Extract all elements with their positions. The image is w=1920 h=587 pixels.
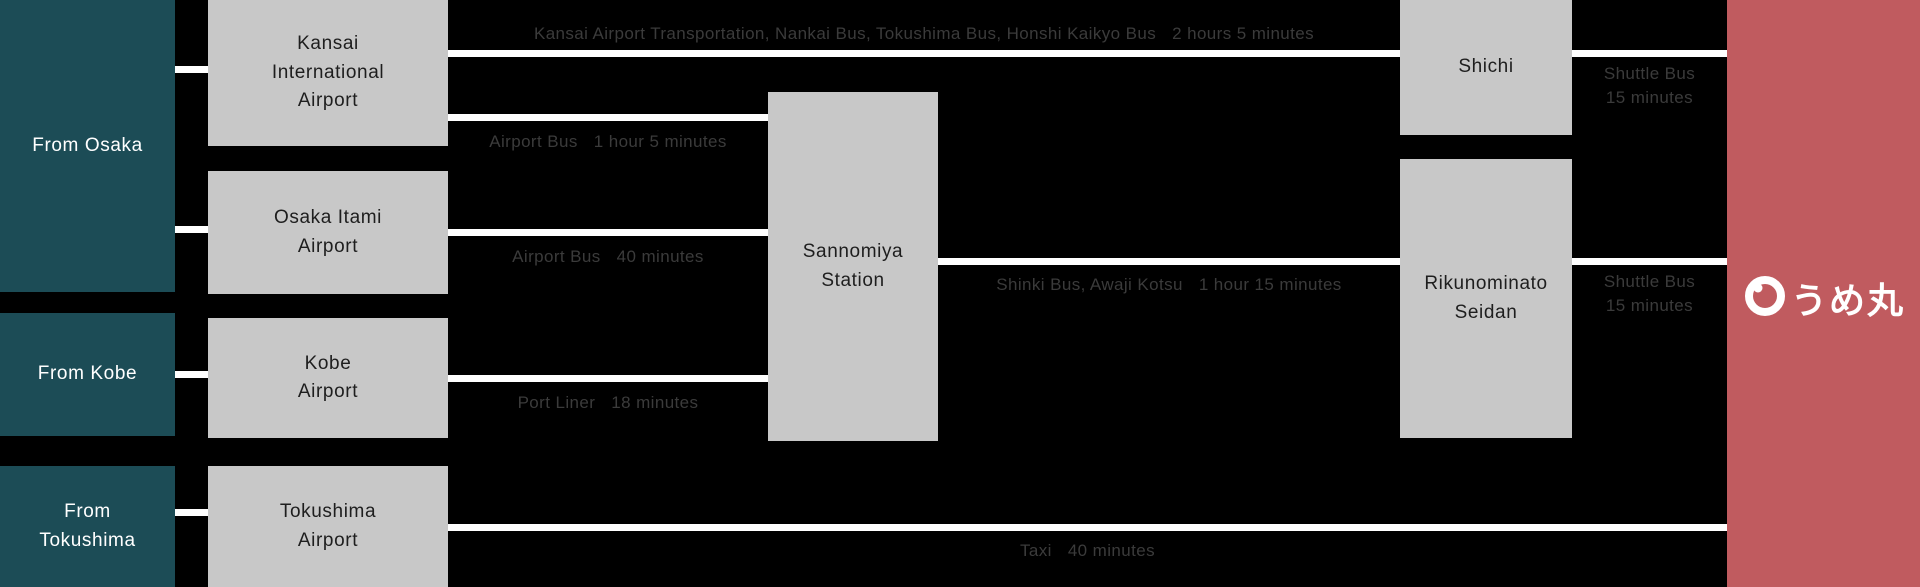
route-name: Taxi <box>1019 541 1052 560</box>
route-duration: 18 minutes <box>611 393 699 412</box>
origin-label-tokushima: From Tokushima <box>39 501 136 551</box>
connector-tokushima-to-tokushima-airport <box>175 509 208 516</box>
umemaru-logo: うめ丸 <box>1744 272 1905 324</box>
connector-kansai-to-sannomiya <box>448 114 768 121</box>
route-duration: 1 hour 15 minutes <box>1198 275 1342 294</box>
connector-osaka-to-kansai <box>175 66 208 73</box>
route-label-kansai-to-sannomiya: Airport Bus 1 hour 5 minutes <box>448 130 768 154</box>
route-name: Port Liner <box>517 393 596 412</box>
station-box-kobe-airport: Kobe Airport <box>208 318 448 438</box>
connector-shichi-to-umemaru <box>1572 50 1727 57</box>
origin-label-kobe: From Kobe <box>37 363 138 385</box>
route-label-itami-to-sannomiya: Airport Bus 40 minutes <box>448 245 768 269</box>
route-name: Kansai Airport Transportation, Nankai Bu… <box>533 24 1157 43</box>
origin-box-tokushima: From Tokushima <box>0 466 175 587</box>
route-duration: 15 minutes <box>1605 87 1694 107</box>
route-label-rikunominato-shuttle: Shuttle Bus 15 minutes <box>1572 270 1727 318</box>
connector-kansai-to-shichi <box>448 50 1400 57</box>
route-name: Airport Bus <box>489 132 578 151</box>
route-label-sannomiya-to-rikunominato: Shinki Bus, Awaji Kotsu 1 hour 15 minutes <box>938 273 1400 297</box>
origin-label-osaka: From Osaka <box>32 134 143 156</box>
station-label-sannomiya: Sannomiya Station <box>802 241 904 291</box>
route-duration: 1 hour 5 minutes <box>593 132 727 151</box>
umemaru-logo-icon <box>1744 275 1786 322</box>
station-box-tokushima-airport: Tokushima Airport <box>208 466 448 587</box>
station-label-kansai: Kansai International Airport <box>271 33 385 112</box>
destination-box-umemaru <box>1727 0 1920 587</box>
route-name: Shuttle Bus <box>1603 64 1696 83</box>
route-name: Shuttle Bus <box>1603 272 1696 291</box>
route-name: Airport Bus <box>512 247 601 266</box>
connector-rikunominato-to-umemaru <box>1572 258 1727 265</box>
connector-tokushima-airport-to-umemaru <box>448 524 1727 531</box>
route-duration: 15 minutes <box>1605 295 1694 315</box>
station-label-kobe-airport: Kobe Airport <box>297 352 359 403</box>
station-box-rikunominato-seidan: Rikunominato Seidan <box>1400 159 1572 438</box>
umemaru-logo-text: うめ丸 <box>1791 281 1906 322</box>
station-box-osaka-itami-airport: Osaka Itami Airport <box>208 171 448 294</box>
route-label-tokushima-airport-to-umemaru: Taxi 40 minutes <box>448 539 1727 563</box>
route-duration: 40 minutes <box>1067 541 1155 560</box>
station-label-rikunominato: Rikunominato Seidan <box>1424 273 1548 323</box>
station-label-itami: Osaka Itami Airport <box>274 207 382 257</box>
route-label-kobe-airport-to-sannomiya: Port Liner 18 minutes <box>448 391 768 415</box>
connector-osaka-to-itami <box>175 226 208 233</box>
origin-box-kobe: From Kobe <box>0 313 175 436</box>
station-box-kansai-international-airport: Kansai International Airport <box>208 0 448 146</box>
connector-kobe-to-kobe-airport <box>175 371 208 378</box>
connector-kobe-airport-to-sannomiya <box>448 375 768 382</box>
connector-sannomiya-to-rikunominato <box>938 258 1400 265</box>
station-box-sannomiya-station: Sannomiya Station <box>768 92 938 441</box>
connector-itami-to-sannomiya <box>448 229 768 236</box>
station-box-shichi: Shichi <box>1400 0 1572 135</box>
origin-box-osaka: From Osaka <box>0 0 175 292</box>
route-name: Shinki Bus, Awaji Kotsu <box>996 275 1183 294</box>
route-label-kansai-to-shichi: Kansai Airport Transportation, Nankai Bu… <box>448 22 1400 46</box>
route-duration: 40 minutes <box>616 247 704 266</box>
route-label-shichi-shuttle: Shuttle Bus 15 minutes <box>1572 62 1727 110</box>
station-label-shichi: Shichi <box>1458 56 1514 78</box>
station-label-tokushima-airport: Tokushima Airport <box>279 501 377 551</box>
route-duration: 2 hours 5 minutes <box>1172 24 1315 43</box>
